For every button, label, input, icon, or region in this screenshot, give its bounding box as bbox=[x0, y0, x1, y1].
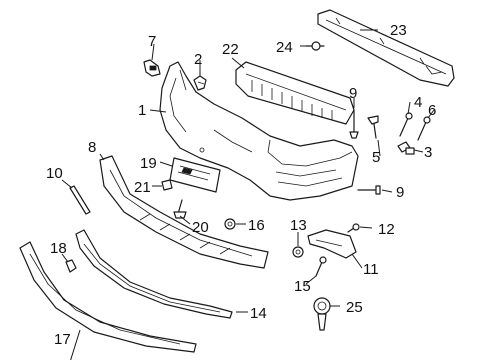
callout-22: 22 bbox=[222, 41, 239, 58]
callout-16: 16 bbox=[248, 217, 265, 234]
part-screw-9-lower bbox=[357, 185, 381, 195]
part-clip-21 bbox=[161, 179, 173, 191]
callout-4: 4 bbox=[414, 94, 422, 111]
part-nut-13 bbox=[292, 246, 304, 258]
part-bolt-12 bbox=[347, 223, 360, 233]
part-bracket-7 bbox=[143, 59, 161, 77]
callout-6: 6 bbox=[428, 102, 436, 119]
callout-17: 17 bbox=[54, 331, 71, 348]
part-spoiler bbox=[75, 229, 233, 319]
part-tow-hook bbox=[313, 297, 331, 331]
callout-9-upper: 9 bbox=[349, 85, 357, 102]
callout-20: 20 bbox=[192, 219, 209, 236]
part-clip-18 bbox=[65, 259, 77, 273]
part-clip-3 bbox=[397, 141, 415, 155]
part-bolt-6 bbox=[417, 116, 431, 141]
callout-24: 24 bbox=[276, 39, 293, 56]
callout-13: 13 bbox=[290, 217, 307, 234]
callout-18: 18 bbox=[50, 240, 67, 257]
callout-10: 10 bbox=[46, 165, 63, 182]
part-lower-valance bbox=[19, 241, 197, 353]
part-side-bracket bbox=[307, 229, 357, 259]
callout-19: 19 bbox=[140, 155, 157, 172]
callout-labels: 1 2 3 4 5 6 7 8 9 9 10 11 12 13 14 15 16… bbox=[46, 22, 436, 348]
part-bolt-4 bbox=[399, 112, 413, 137]
leader-lines bbox=[61, 29, 435, 360]
part-lower-grille bbox=[99, 155, 269, 269]
callout-25: 25 bbox=[346, 299, 363, 316]
callout-9-lower: 9 bbox=[396, 184, 404, 201]
callout-11: 11 bbox=[363, 261, 379, 278]
part-trim-10 bbox=[69, 185, 91, 215]
callout-7: 7 bbox=[148, 33, 156, 50]
callout-1: 1 bbox=[138, 102, 146, 119]
callout-8: 8 bbox=[88, 139, 96, 156]
callout-21: 21 bbox=[134, 179, 151, 196]
callout-3: 3 bbox=[424, 144, 432, 161]
callout-15: 15 bbox=[294, 278, 311, 295]
part-screw-9-upper bbox=[349, 109, 359, 139]
part-license-bracket bbox=[169, 157, 221, 193]
part-pushpin-20 bbox=[173, 199, 187, 219]
part-energy-absorber bbox=[235, 61, 355, 125]
callout-23: 23 bbox=[390, 22, 407, 39]
part-clip-2 bbox=[193, 75, 207, 91]
part-nut-16 bbox=[224, 218, 236, 230]
callout-5: 5 bbox=[372, 149, 380, 166]
callout-14: 14 bbox=[250, 305, 267, 322]
part-bumper-cover bbox=[159, 61, 359, 201]
part-reinforcement-beam bbox=[317, 9, 455, 87]
part-bolt-15 bbox=[315, 256, 327, 277]
part-bolt-24 bbox=[305, 41, 325, 51]
callout-12: 12 bbox=[378, 221, 395, 238]
part-fastener-5 bbox=[367, 115, 379, 139]
callout-2: 2 bbox=[194, 51, 202, 68]
